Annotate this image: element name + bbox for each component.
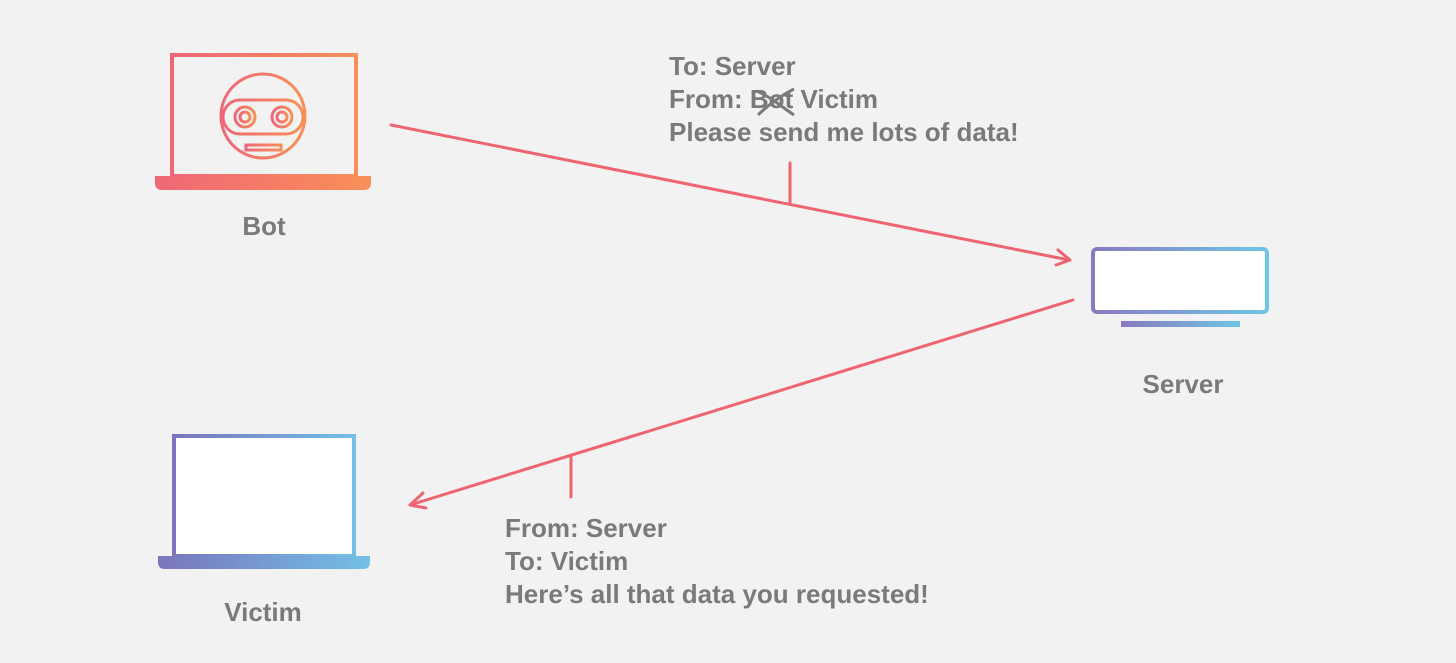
response-from-line: From: Server — [505, 513, 667, 543]
request-body-line: Please send me lots of data! — [669, 117, 1019, 147]
request-message: To: Server From: Bot Victim Please send … — [669, 50, 1019, 149]
bot-laptop-icon — [155, 53, 371, 190]
server-icon — [1091, 247, 1269, 327]
victim-laptop-icon — [158, 434, 370, 569]
robot-face-icon — [219, 72, 307, 160]
server-label: Server — [1142, 369, 1224, 399]
cross-out-icon — [755, 87, 795, 117]
spoofed-sender: Bot — [750, 83, 795, 117]
response-arrow — [408, 298, 1075, 510]
server-vent-bars — [1118, 272, 1242, 292]
victim-label: Victim — [224, 597, 302, 627]
response-message: From: Server To: Victim Here’s all that … — [505, 512, 929, 611]
bot-label: Bot — [242, 211, 286, 241]
response-to-line: To: Victim — [505, 546, 629, 576]
request-to-line: To: Server — [669, 51, 796, 81]
request-from-prefix: From: — [669, 84, 743, 114]
request-arrow — [389, 123, 1072, 267]
response-body-line: Here’s all that data you requested! — [505, 579, 929, 609]
real-sender: Victim — [800, 84, 879, 114]
request-from-line: From: Bot Victim — [669, 83, 1019, 117]
